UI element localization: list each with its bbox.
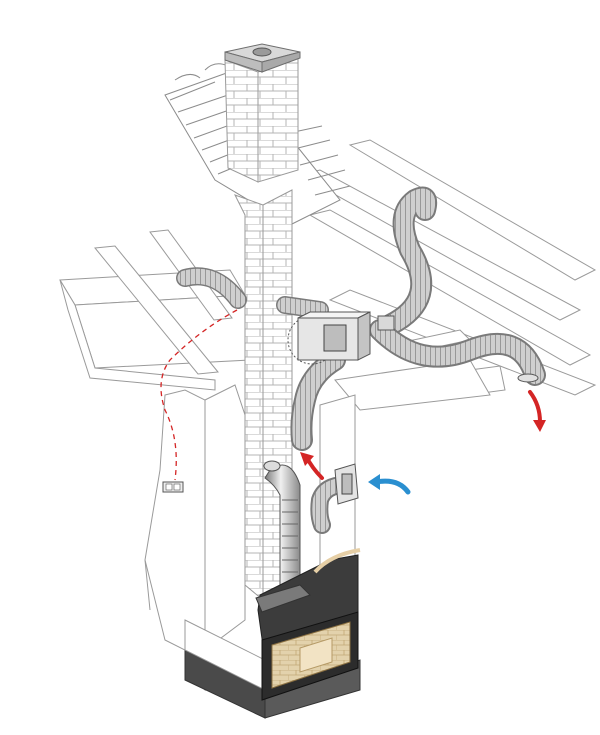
flex-ducts [176, 186, 546, 534]
eave-overhang [59, 279, 216, 391]
hot-air-distribution-box-icon [323, 324, 347, 352]
thermostat-icon [162, 481, 184, 493]
fresh-air-intake-grille-icon [341, 473, 353, 495]
chimney-cap-icon [252, 47, 272, 57]
chimney-stack-left-face [224, 59, 259, 183]
hot-air-distribution-box [287, 311, 539, 383]
ceiling-panel [334, 359, 491, 411]
thermostat-wire [160, 309, 238, 481]
roof-slab-right-1 [348, 139, 597, 281]
rafter-1 [94, 245, 219, 375]
fireplace-insert-icon [299, 637, 333, 673]
fresh-air-arrow [373, 478, 411, 495]
left-wall [144, 384, 246, 692]
warm-air-arrow-out [528, 390, 542, 424]
chimney-shaft-left-face [233, 194, 264, 602]
chimney-stack-right-face [257, 57, 299, 183]
fireplace-insert [184, 548, 361, 719]
airflow-arrows [300, 390, 546, 495]
fresh-air-intake-grille [334, 463, 359, 505]
roof-slab-right-3 [308, 209, 592, 366]
